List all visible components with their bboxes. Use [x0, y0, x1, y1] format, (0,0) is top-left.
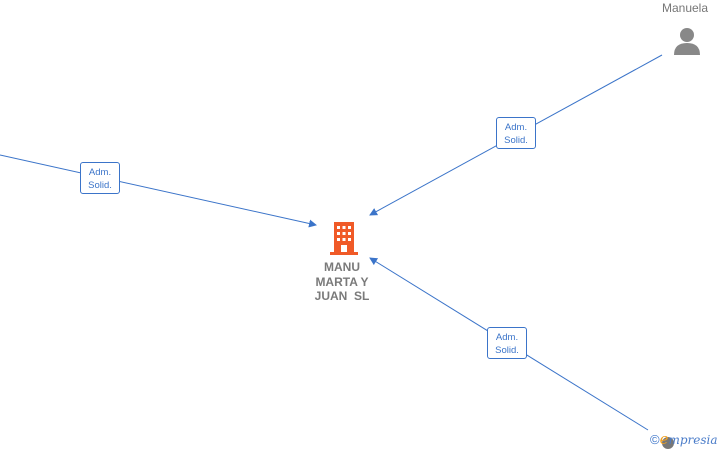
brand-initial: e [659, 430, 669, 448]
copyright-symbol: © [650, 432, 660, 447]
empresia-watermark: ©empresia [650, 430, 718, 448]
company-name-line-2: MARTA Y [315, 274, 369, 289]
person-icon[interactable] [672, 26, 702, 56]
company-name-line-1: MANU [324, 260, 360, 274]
company-building-icon[interactable] [329, 220, 359, 256]
relation-label-bottom-right[interactable]: Adm. Solid. [487, 327, 527, 359]
relation-type: Solid. [495, 345, 519, 356]
relation-label-left[interactable]: Adm. Solid. [80, 162, 120, 194]
relation-role: Adm. [88, 167, 112, 178]
relation-role: Adm. [504, 122, 528, 133]
person-icon-partial[interactable] [660, 436, 676, 450]
relation-role: Adm. [495, 332, 519, 343]
relation-type: Solid. [88, 180, 112, 191]
person-name-manuela[interactable]: Manuela [661, 1, 709, 15]
relation-type: Solid. [504, 135, 528, 146]
relation-label-manuela[interactable]: Adm. Solid. [496, 117, 536, 149]
company-name-line-3: JUAN SL [314, 289, 370, 303]
company-name[interactable]: MANU MARTA Y JUAN SL [305, 260, 379, 304]
brand-name: mpresia [668, 433, 718, 447]
edge-left-to-company [0, 154, 317, 228]
